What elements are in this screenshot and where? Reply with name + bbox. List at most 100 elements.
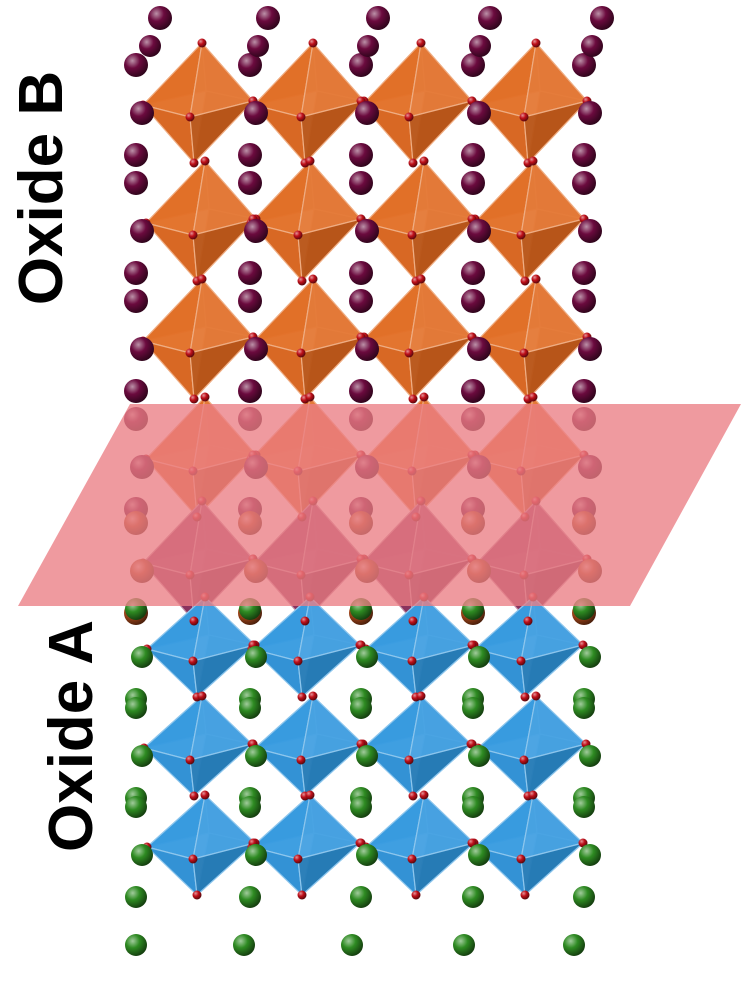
a-site-cation bbox=[579, 646, 601, 668]
octahedron-face bbox=[520, 644, 584, 698]
oxygen-atom bbox=[531, 38, 541, 48]
a-site-cation bbox=[125, 796, 147, 818]
octahedron bbox=[476, 42, 588, 164]
octahedron bbox=[142, 42, 254, 164]
octahedron bbox=[250, 160, 362, 282]
a-site-cation bbox=[355, 219, 379, 243]
a-site-cation bbox=[357, 35, 379, 57]
octahedron-face bbox=[189, 743, 253, 797]
a-site-cation bbox=[239, 886, 261, 908]
interface-plane bbox=[18, 404, 741, 606]
a-site-cation bbox=[238, 261, 262, 285]
a-site-cation bbox=[239, 697, 261, 719]
a-site-cation bbox=[238, 143, 262, 167]
a-site-cation bbox=[563, 934, 585, 956]
a-site-cation bbox=[239, 796, 261, 818]
oxygen-atom bbox=[200, 790, 210, 800]
oxygen-atom bbox=[523, 616, 533, 626]
oxygen-atom bbox=[185, 112, 195, 122]
oxygen-atom bbox=[407, 230, 417, 240]
a-site-cation bbox=[579, 745, 601, 767]
oxygen-atom bbox=[416, 274, 426, 284]
oxygen-atom bbox=[189, 616, 199, 626]
a-site-cation bbox=[245, 646, 267, 668]
a-site-cation bbox=[125, 934, 147, 956]
octahedron bbox=[254, 695, 364, 797]
octahedron-face bbox=[192, 644, 256, 698]
a-site-cation bbox=[131, 844, 153, 866]
oxygen-atom bbox=[200, 392, 210, 402]
oxygen-atom bbox=[188, 656, 198, 666]
a-site-cation bbox=[355, 101, 379, 125]
a-site-cation bbox=[238, 171, 262, 195]
a-site-cation bbox=[572, 289, 596, 313]
a-site-cation bbox=[461, 379, 485, 403]
a-site-cation bbox=[469, 35, 491, 57]
a-site-cation bbox=[130, 219, 154, 243]
a-site-cation bbox=[349, 53, 373, 77]
octahedron-face bbox=[523, 336, 588, 400]
oxygen-atom bbox=[200, 156, 210, 166]
a-site-cation bbox=[461, 143, 485, 167]
a-site-cation bbox=[233, 934, 255, 956]
a-site-cation bbox=[245, 745, 267, 767]
a-site-cation bbox=[238, 53, 262, 77]
octahedron-face bbox=[408, 100, 473, 164]
a-site-cation bbox=[461, 53, 485, 77]
oxygen-atom bbox=[188, 854, 198, 864]
oxygen-atom bbox=[197, 691, 207, 701]
octahedron bbox=[143, 695, 253, 797]
octahedron-face bbox=[189, 100, 254, 164]
oxygen-atom bbox=[519, 348, 529, 358]
oxygen-atom bbox=[419, 392, 429, 402]
oxygen-atom bbox=[528, 392, 538, 402]
a-site-cation bbox=[125, 697, 147, 719]
a-site-cation bbox=[462, 886, 484, 908]
a-site-cation bbox=[468, 646, 490, 668]
oxygen-atom bbox=[297, 692, 307, 702]
octahedron-face bbox=[520, 842, 584, 896]
a-site-cation bbox=[579, 844, 601, 866]
oxygen-atom bbox=[411, 890, 421, 900]
a-site-cation bbox=[349, 143, 373, 167]
octahedron bbox=[474, 794, 584, 896]
oxygen-atom bbox=[297, 890, 307, 900]
a-site-cation bbox=[349, 261, 373, 285]
oxygen-atom bbox=[185, 755, 195, 765]
oxygen-atom bbox=[308, 274, 318, 284]
a-site-cation bbox=[124, 261, 148, 285]
a-site-cation bbox=[244, 101, 268, 125]
oxygen-atom bbox=[189, 158, 199, 168]
a-site-cation bbox=[467, 219, 491, 243]
octahedron bbox=[145, 160, 257, 282]
a-site-cation bbox=[578, 219, 602, 243]
oxygen-atom bbox=[305, 392, 315, 402]
octahedron-face bbox=[297, 218, 362, 282]
oxygen-atom bbox=[296, 755, 306, 765]
a-site-cation bbox=[453, 934, 475, 956]
oxygen-atom bbox=[192, 890, 202, 900]
oxygen-atom bbox=[408, 394, 418, 404]
a-site-cation bbox=[366, 6, 390, 30]
a-site-cation bbox=[139, 35, 161, 57]
octahedron-face bbox=[192, 842, 256, 896]
a-site-cation bbox=[572, 261, 596, 285]
a-site-cation bbox=[462, 796, 484, 818]
octahedron bbox=[361, 42, 473, 164]
a-site-cation bbox=[467, 337, 491, 361]
oxygen-atom bbox=[520, 692, 530, 702]
a-site-cation bbox=[238, 289, 262, 313]
a-site-cation bbox=[573, 886, 595, 908]
oxygen-atom bbox=[404, 755, 414, 765]
oxygen-atom bbox=[308, 38, 318, 48]
oxygen-atom bbox=[293, 656, 303, 666]
octahedron bbox=[476, 278, 588, 400]
a-site-cation bbox=[461, 289, 485, 313]
a-site-cation bbox=[349, 171, 373, 195]
a-site-cation bbox=[461, 261, 485, 285]
octahedron bbox=[477, 695, 587, 797]
oxygen-atom bbox=[407, 854, 417, 864]
oxide-b-label: Oxide B bbox=[7, 70, 76, 306]
a-site-cation bbox=[572, 143, 596, 167]
a-site-cation bbox=[124, 171, 148, 195]
